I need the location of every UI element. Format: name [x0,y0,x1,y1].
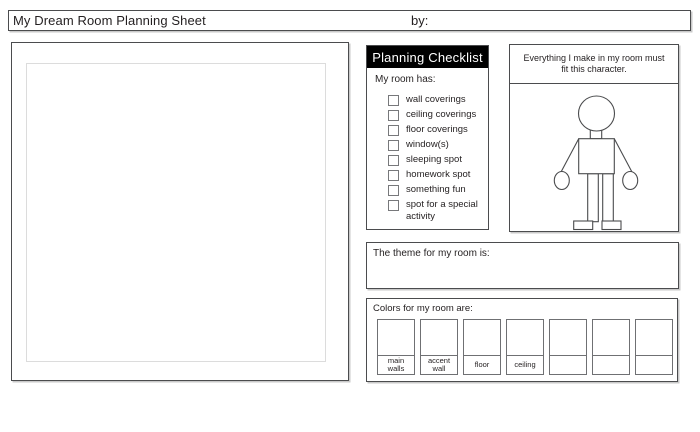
checklist-item-label: homework spot [406,169,471,180]
checklist-row: homework spot [388,169,484,184]
checkbox-homework-spot[interactable] [388,170,399,181]
checklist-row: spot for a special activity [388,199,484,225]
checklist-row: sleeping spot [388,154,484,169]
checklist-item-label: spot for a special activity [406,199,478,222]
swatch-extra-2 [592,319,630,375]
theme-panel: The theme for my room is: [366,242,679,289]
colors-panel: Colors for my room are: main walls accen… [366,298,678,382]
by-name-field[interactable] [437,11,687,30]
checklist-item-label: ceiling coverings [406,109,477,120]
checklist-item-label: window(s) [406,139,449,150]
checkbox-special-activity[interactable] [388,200,399,211]
checklist-item-label: something fun [406,184,466,195]
checkbox-sleeping-spot[interactable] [388,155,399,166]
character-instruction: Everything I make in my room must fit th… [510,45,678,84]
checklist-subtitle: My room has: [375,74,436,85]
swatch-extra-3 [635,319,673,375]
swatch-label: main walls [378,355,414,374]
checkbox-something-fun[interactable] [388,185,399,196]
swatch-label [593,355,629,374]
colors-label: Colors for my room are: [373,303,473,314]
checkbox-wall-coverings[interactable] [388,95,399,106]
swatch-floor: floor [463,319,501,375]
swatch-fill-area[interactable] [421,320,457,355]
checklist-items: wall coverings ceiling coverings floor c… [388,94,484,225]
swatch-extra-1 [549,319,587,375]
page-title: My Dream Room Planning Sheet [13,13,206,28]
planning-checklist-panel: Planning Checklist My room has: wall cov… [366,45,489,230]
header-bar: My Dream Room Planning Sheet by: [8,10,691,31]
checklist-row: floor coverings [388,124,484,139]
swatch-accent-wall: accent wall [420,319,458,375]
checklist-item-label: wall coverings [406,94,466,105]
block-character-figure [553,95,639,231]
theme-input-area[interactable] [369,259,676,286]
swatch-label: accent wall [421,355,457,374]
swatch-fill-area[interactable] [636,320,672,355]
swatch-fill-area[interactable] [378,320,414,355]
checklist-row: window(s) [388,139,484,154]
by-label: by: [411,13,429,28]
swatch-fill-area[interactable] [550,320,586,355]
checklist-title: Planning Checklist [367,46,488,68]
checklist-item-label: sleeping spot [406,154,462,165]
swatch-fill-area[interactable] [464,320,500,355]
checklist-item-label: floor coverings [406,124,468,135]
checklist-row: ceiling coverings [388,109,484,124]
swatch-fill-area[interactable] [593,320,629,355]
swatch-ceiling: ceiling [506,319,544,375]
checkbox-floor-coverings[interactable] [388,125,399,136]
checklist-row: wall coverings [388,94,484,109]
swatch-fill-area[interactable] [507,320,543,355]
checklist-row: something fun [388,184,484,199]
theme-label: The theme for my room is: [373,248,490,259]
room-drawing-panel [11,42,349,381]
swatch-label [550,355,586,374]
character-panel: Everything I make in my room must fit th… [509,44,679,232]
room-drawing-canvas[interactable] [26,63,326,362]
checkbox-ceiling-coverings[interactable] [388,110,399,121]
color-swatch-row: main walls accent wall floor ceiling [377,319,673,375]
swatch-label [636,355,672,374]
checkbox-windows[interactable] [388,140,399,151]
swatch-label: floor [464,355,500,374]
swatch-label: ceiling [507,355,543,374]
swatch-main-walls: main walls [377,319,415,375]
